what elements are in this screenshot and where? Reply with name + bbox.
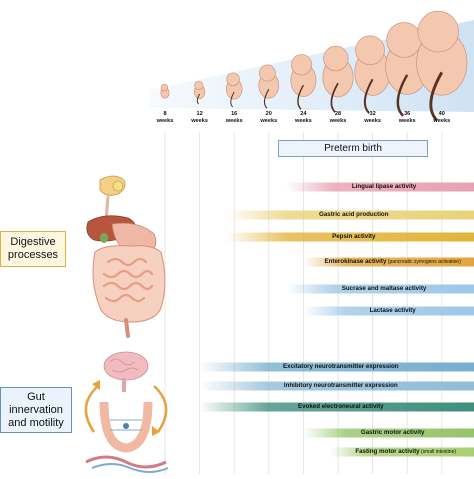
activity-bar (225, 210, 474, 220)
week-number: 12 (196, 111, 203, 117)
gut-line-2: innervation (9, 404, 63, 416)
digestive-processes-box: Digestive processes (0, 231, 66, 267)
activity-name: Sucrase and maltase activity (341, 285, 427, 292)
gut-line-1: Gut (27, 391, 45, 403)
fetus-icon (416, 10, 468, 122)
fetus-icon (194, 80, 206, 105)
week-unit: weeks (329, 118, 347, 124)
activity-bar (199, 402, 474, 412)
activity-name: Evoked electroneural activity (297, 403, 384, 410)
digestive-line-2: processes (7, 249, 59, 261)
activity-name: Gastric acid production (319, 211, 389, 218)
activity-name: Lactase activity (369, 307, 416, 314)
week-unit: weeks (294, 118, 312, 124)
activity-label: Enterokinase activity (pancreatic zymoge… (324, 258, 460, 266)
gut-innervation-box: Gut innervation and motility (0, 387, 72, 433)
week-number: 20 (265, 111, 272, 117)
activity-bar (286, 284, 474, 294)
activity-label: Sucrase and maltase activity (342, 285, 427, 293)
activity-bar (303, 257, 474, 267)
activity-bar (199, 381, 474, 391)
preterm-birth-label: Preterm birth (278, 140, 428, 157)
activity-label: Pepsin activity (332, 233, 375, 241)
fetus-icon (160, 83, 170, 99)
activity-bar (329, 447, 474, 457)
activity-label: Gastric motor activity (361, 429, 425, 437)
week-number: 40 (438, 111, 445, 117)
activity-bar (225, 232, 474, 242)
fetus-icon (258, 64, 280, 109)
digestive-system-icon (86, 175, 166, 338)
activity-name: Gastric motor activity (360, 429, 425, 436)
week-number: 36 (404, 111, 411, 117)
activity-label: Evoked electroneural activity (298, 403, 384, 411)
fetus-icon (290, 54, 317, 110)
activity-bar (303, 428, 474, 438)
activity-name: Lingual lipase activity (351, 183, 417, 190)
activity-name: Enterokinase activity (324, 258, 387, 265)
activity-name: Excitatory neurotransmitter expression (283, 363, 399, 370)
activity-name: Pepsin activity (332, 233, 376, 240)
activity-bar (286, 182, 474, 192)
activity-bars (199, 182, 474, 457)
activity-note: (pancreatic zymogens activation) (386, 259, 461, 265)
week-number: 32 (369, 111, 376, 117)
activity-note: (small intestine) (419, 449, 457, 455)
week-unit: weeks (433, 118, 451, 124)
activity-name: Inhibitory neurotransmitter expression (283, 382, 398, 389)
activity-label: Lingual lipase activity (352, 183, 416, 191)
gut-line-3: and motility (8, 417, 64, 429)
activity-bar (199, 362, 474, 372)
fetus-icon (226, 72, 243, 108)
week-number: 16 (231, 111, 238, 117)
brain-gut-icon (84, 351, 169, 473)
fetus-illustrations (160, 10, 468, 122)
week-unit: weeks (364, 118, 381, 124)
activity-label: Lactase activity (370, 307, 416, 315)
week-unit: weeks (156, 118, 174, 124)
week-number: 24 (300, 111, 307, 117)
digestive-line-1: Digestive (10, 236, 56, 248)
fetus-icon (354, 35, 391, 114)
week-unit: weeks (260, 118, 278, 124)
week-unit: weeks (191, 118, 208, 124)
week-unit: weeks (398, 118, 416, 124)
activity-label: Excitatory neurotransmitter expression (283, 363, 399, 371)
activity-label: Inhibitory neurotransmitter expression (284, 382, 398, 390)
fetus-icon (322, 45, 354, 113)
week-unit: weeks (225, 118, 243, 124)
week-number: 8 (163, 111, 167, 117)
week-number: 28 (334, 111, 342, 117)
activity-label: Gastric acid production (319, 211, 388, 219)
activity-bar (303, 306, 474, 316)
activity-name: Fasting motor activity (355, 448, 420, 455)
activity-label: Fasting motor activity (small intestine) (355, 448, 456, 456)
